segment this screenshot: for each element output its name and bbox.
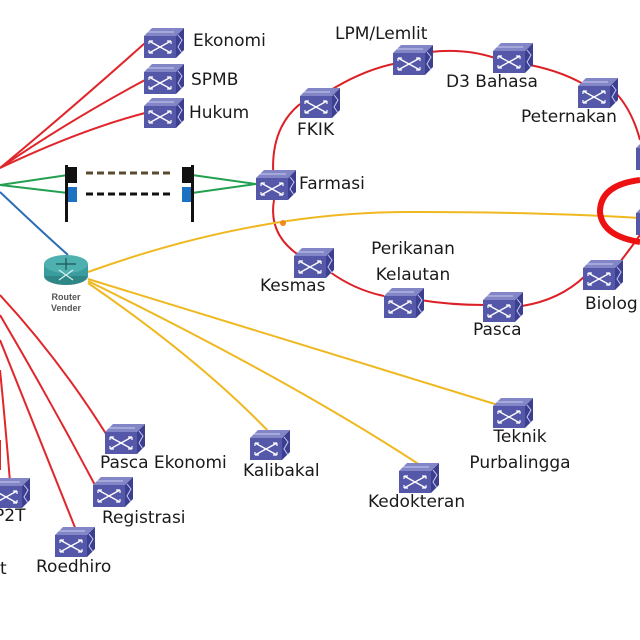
label-perikanan-line2: Kelautan (375, 265, 451, 285)
link-yellow-kalibakal (87, 282, 271, 434)
label-p2t: P2T (0, 506, 26, 526)
label-peternakan: Peternakan (521, 107, 617, 127)
label-spmb: SPMB (191, 70, 239, 90)
label-fkik: FKIK (297, 120, 335, 140)
router-icon[interactable] (44, 255, 88, 285)
links-yellow (87, 210, 640, 466)
label-d3bahasa: D3 Bahasa (446, 72, 538, 92)
switch-p2t-icon[interactable] (0, 477, 31, 509)
link-p2t (0, 369, 11, 483)
bridge-left-blue (68, 187, 77, 202)
link-spmb (0, 79, 146, 169)
bridge-right-pole (191, 165, 194, 222)
label-farmasi: Farmasi (299, 174, 365, 194)
switch-ekonomi-icon[interactable] (143, 27, 185, 59)
label-biologi: Biolog (585, 294, 638, 314)
links-left-red (0, 42, 146, 531)
switch-d3bahasa-icon[interactable] (492, 42, 534, 74)
link-green-left-b (0, 184, 69, 194)
bridge-right-black (182, 167, 191, 183)
link-yellow-ring (87, 210, 640, 273)
label-kalibakal: Kalibakal (243, 461, 320, 481)
switch-hukum-icon[interactable] (143, 97, 185, 129)
switch-pasca-icon[interactable] (482, 291, 524, 323)
label-lpm: LPM/Lemlit (335, 24, 428, 44)
label-perikanan-line1: Perikanan (371, 239, 455, 259)
links-green (0, 174, 257, 194)
bridge-right-blue (182, 187, 191, 202)
switch-teknik-icon[interactable] (492, 397, 534, 429)
label-hukum: Hukum (189, 103, 250, 123)
switch-right-edge-icon[interactable] (635, 139, 640, 171)
wireless-bridge (65, 165, 194, 222)
switch-farmasi-icon[interactable] (255, 169, 297, 201)
label-cut-t: t (0, 559, 7, 579)
link-ekonomi (0, 42, 146, 169)
link-green-right-b (191, 183, 257, 194)
switch-highlight-icon[interactable] (635, 204, 640, 236)
label-pasca: Pasca (473, 320, 522, 340)
switch-registrasi-icon[interactable] (92, 476, 134, 508)
bridge-left-pole (65, 165, 68, 222)
switch-biologi-icon[interactable] (582, 259, 624, 291)
link-blue-router (0, 191, 69, 256)
switch-kalibakal-icon[interactable] (249, 429, 291, 461)
switch-perikanan-icon[interactable] (383, 287, 425, 319)
ring-junction (280, 220, 286, 226)
switch-pascaekonomi-icon[interactable] (104, 423, 146, 455)
link-pasca-ekonomi (0, 294, 109, 438)
link-registrasi (0, 314, 97, 488)
link-roedhiro (0, 339, 77, 531)
link-yellow-teknik (87, 278, 499, 406)
label-registrasi: Registrasi (102, 508, 186, 528)
switch-peternakan-icon[interactable] (577, 77, 619, 109)
label-ekonomi: Ekonomi (193, 31, 266, 51)
switch-roedhiro-icon[interactable] (54, 526, 96, 558)
label-kedokteran: Kedokteran (368, 492, 466, 512)
switch-kedokteran-icon[interactable] (398, 462, 440, 494)
highlight-circle (596, 177, 640, 245)
label-roedhiro: Roedhiro (36, 557, 112, 577)
link-green-left-a (0, 174, 69, 186)
router-label-line1: Router (51, 292, 81, 302)
link-yellow-kedokteran (87, 280, 421, 466)
switch-fkik-icon[interactable] (299, 87, 341, 119)
label-teknik-line1: Teknik (493, 427, 547, 447)
switch-kesmas-icon[interactable] (293, 247, 335, 279)
switch-spmb-icon[interactable] (143, 63, 185, 95)
link-green-right-a (191, 174, 257, 185)
label-teknik-line2: Purbalingga (469, 453, 571, 473)
label-pascaekonomi: Pasca Ekonomi (100, 453, 227, 473)
switch-lpm-icon[interactable] (392, 44, 434, 76)
link-hukum (0, 112, 146, 169)
label-kesmas: Kesmas (260, 276, 326, 296)
router-label-line2: Vender (50, 303, 81, 313)
bridge-left-black (68, 167, 77, 183)
